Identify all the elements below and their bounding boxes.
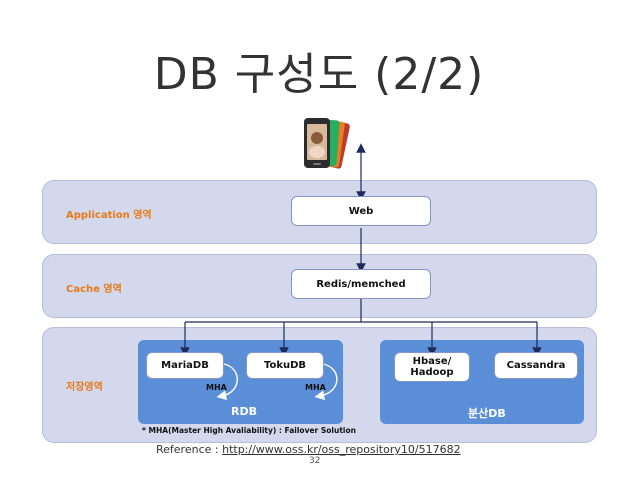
mariadb-node: MariaDB: [146, 352, 224, 379]
page-number: 32: [309, 456, 321, 466]
smartphone-icon: [304, 118, 350, 169]
cache-layer-label: Cache 영역: [66, 284, 122, 295]
reference: Reference : http://www.oss.kr/oss_reposi…: [156, 443, 461, 456]
web-node: Web: [291, 196, 431, 226]
reference-link[interactable]: http://www.oss.kr/oss_repository10/51768…: [222, 443, 461, 456]
hbase-node-line1: Hbase/: [412, 356, 452, 367]
application-layer-label: Application 영역: [66, 210, 152, 221]
rdb-group-label: RDB: [231, 405, 257, 418]
storage-layer-label: 저장영역: [66, 382, 103, 393]
cassandra-node: Cassandra: [494, 352, 578, 379]
hbase-node: Hbase/ Hadoop: [394, 352, 470, 382]
mariadb-mha-loop: [216, 363, 238, 400]
page-title: DB 구성도 (2/2): [153, 49, 485, 100]
cache-node: Redis/memched: [291, 269, 431, 299]
reference-prefix: Reference :: [156, 443, 223, 456]
mha-footnote: * MHA(Master High Avaliability) : Failov…: [142, 426, 356, 435]
mariadb-mha-label: MHA: [206, 383, 227, 392]
tokudb-mha-label: MHA: [305, 383, 326, 392]
tokudb-mha-loop: [314, 363, 338, 401]
hbase-node-line2: Hadoop: [410, 367, 454, 378]
distributed-db-group-label: 분산DB: [468, 407, 506, 420]
tokudb-node: TokuDB: [246, 352, 324, 379]
